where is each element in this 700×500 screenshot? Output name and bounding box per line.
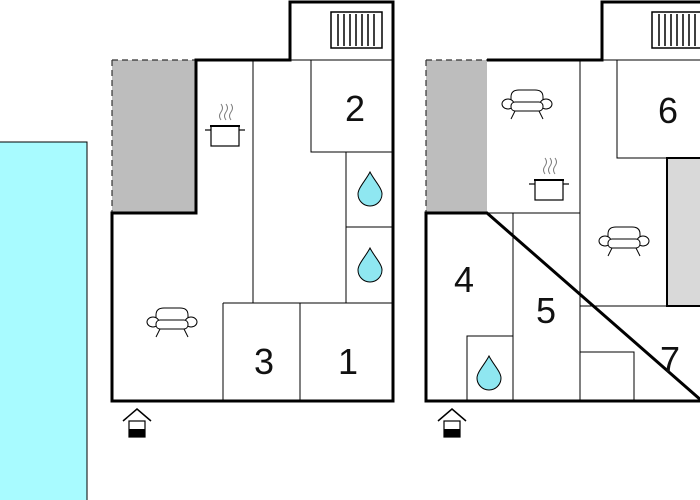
entrance-icon xyxy=(437,408,467,438)
stove-icon xyxy=(528,157,570,201)
sofa-icon xyxy=(598,226,650,257)
room-label-5: 5 xyxy=(536,290,556,331)
terrace-left xyxy=(112,60,196,213)
terrace-right xyxy=(426,60,487,213)
entrance-icon xyxy=(122,408,152,438)
room-label-6: 6 xyxy=(658,90,678,131)
room-label-1: 1 xyxy=(338,341,358,382)
pool-area xyxy=(0,141,88,500)
stove-icon xyxy=(204,103,246,147)
room-label-3: 3 xyxy=(254,341,274,382)
room-label-4: 4 xyxy=(454,259,474,300)
water-drop-icon xyxy=(476,355,502,391)
room-label-7: 7 xyxy=(660,339,680,380)
sofa-icon xyxy=(146,307,198,338)
terrace-right-edge xyxy=(666,157,700,307)
water-drop-icon xyxy=(357,247,383,283)
floor-plan-right: 6 4 5 7 xyxy=(424,0,700,438)
floor-plan-left: 2 3 1 xyxy=(110,0,395,438)
balcony-icon xyxy=(651,11,700,49)
sofa-icon xyxy=(501,89,553,120)
water-drop-icon xyxy=(357,171,383,207)
room-label-2: 2 xyxy=(345,88,365,129)
